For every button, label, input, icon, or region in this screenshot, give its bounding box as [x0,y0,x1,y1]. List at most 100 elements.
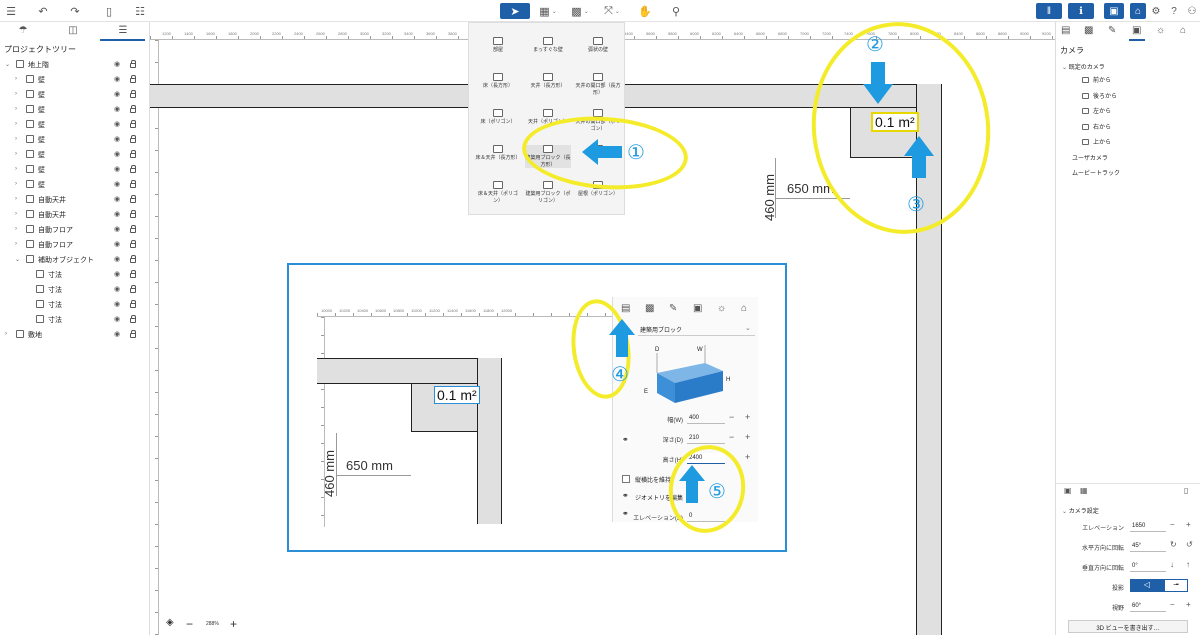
tree-item[interactable]: 寸法◉ [0,268,150,283]
hand-tool-icon[interactable]: ✋ [638,5,652,18]
book-icon[interactable]: ▣ [1104,3,1124,19]
tree-item[interactable]: ›壁◉ [0,178,150,193]
arrow-down-icon[interactable]: ↓ [1170,560,1174,569]
person-icon[interactable]: ℹ [1068,3,1094,19]
tree-item[interactable]: ›壁◉ [0,133,150,148]
settings-icon[interactable]: ⚙ [1151,5,1161,17]
export-3d-view-button[interactable]: 3D ビューを書き出す… [1068,620,1188,633]
lock-icon[interactable] [130,300,136,308]
dimension-tool-icon[interactable]: ⤧⌄ [604,4,620,17]
chevron-right-icon[interactable]: › [15,91,17,97]
lock-icon[interactable] [130,180,136,188]
minus-icon[interactable]: − [1170,520,1175,529]
lock-icon[interactable] [130,315,136,323]
user-icon[interactable]: ⚇ [1187,5,1197,17]
visibility-eye-icon[interactable]: ◉ [114,91,121,98]
chevron-right-icon[interactable]: › [15,181,17,187]
zoom-out-button[interactable]: − [186,617,194,631]
menu-item[interactable]: 天井の開口部（長方形） [575,73,621,96]
minus-icon[interactable]: − [1170,600,1175,609]
tree-item[interactable]: ›壁◉ [0,163,150,178]
tree-item[interactable]: ⌄補助オブジェクト◉ [0,253,150,268]
vertical-rotation-input[interactable]: 0° [1130,561,1166,572]
lock-icon[interactable] [130,105,136,113]
tree-item[interactable]: ›壁◉ [0,148,150,163]
tree-item[interactable]: 寸法◉ [0,298,150,313]
help-icon[interactable]: ? [1171,5,1177,17]
zoom-in-button[interactable]: + [230,617,238,631]
visibility-eye-icon[interactable]: ◉ [114,151,121,158]
preset-camera-group[interactable]: ⌄ 既定のカメラ [1062,62,1105,71]
lock-icon[interactable] [130,135,136,143]
tree-item[interactable]: ›壁◉ [0,73,150,88]
menu-item[interactable]: 天井の開口部（ポリゴン） [575,109,621,132]
search-tool-icon[interactable]: ⚲ [671,5,681,18]
chevron-right-icon[interactable]: › [15,136,17,142]
tab-house-icon[interactable]: ⌂ [1180,25,1187,36]
chevron-right-icon[interactable]: › [5,331,7,337]
lock-icon[interactable] [130,270,136,278]
visibility-eye-icon[interactable]: ◉ [114,121,121,128]
lock-icon[interactable] [130,285,136,293]
vehicle-tool-icon[interactable]: ▩⌄ [571,5,589,18]
lock-icon[interactable] [130,225,136,233]
tree-item[interactable]: ›自動フロア◉ [0,238,150,253]
perspective-projection-button[interactable]: ◁ [1130,579,1164,592]
tree-item[interactable]: ⌄地上階◉ [0,58,150,73]
menu-item[interactable]: 建築用ブロック（ポリゴン） [525,181,571,204]
tab-folder-icon[interactable]: ▤ [1061,25,1071,36]
tree-item[interactable]: ›壁◉ [0,88,150,103]
horizontal-rotation-input[interactable]: 45° [1130,541,1166,552]
visibility-eye-icon[interactable]: ◉ [114,166,121,173]
layers-icon[interactable]: ◈ [166,617,174,628]
lock-icon[interactable] [130,75,136,83]
chevron-down-icon[interactable]: ⌄ [5,62,11,68]
arrow-up-icon[interactable]: ↑ [1186,560,1190,569]
wall-tool-icon[interactable]: ▦⌄ [539,5,557,18]
lock-icon[interactable] [130,150,136,158]
tab-project-tree[interactable]: ☰ [118,25,128,36]
lock-icon[interactable] [130,195,136,203]
visibility-eye-icon[interactable]: ◉ [114,211,121,218]
lock-icon[interactable] [130,330,136,338]
menu-item[interactable]: 床（長方形） [475,73,521,90]
lock-icon[interactable] [130,210,136,218]
home-icon[interactable]: ⌂ [1130,3,1146,19]
library-icon[interactable]: ‖ [1036,3,1062,19]
lock-icon[interactable] [130,165,136,173]
orthographic-projection-button[interactable]: ╼ [1164,579,1188,592]
menu-item[interactable]: 床＆天井（長方形） [475,145,521,162]
rotate-cw-icon[interactable]: ↻ [1170,540,1177,549]
tab-sun-icon[interactable]: ☼ [1156,25,1166,36]
preset-camera-item[interactable]: 左から [1082,106,1111,115]
visibility-eye-icon[interactable]: ◉ [114,316,121,323]
preset-camera-item[interactable]: 後ろから [1082,91,1117,100]
tree-item[interactable]: 寸法◉ [0,283,150,298]
menu-item[interactable]: 天井（長方形） [525,73,571,90]
menu-item[interactable]: まっすぐな壁 [525,37,571,54]
preset-camera-item[interactable]: 右から [1082,122,1111,131]
lock-icon[interactable] [130,240,136,248]
chevron-right-icon[interactable]: › [15,196,17,202]
camera-settings-header[interactable]: ⌄ カメラ設定 [1062,506,1099,515]
chevron-right-icon[interactable]: › [15,226,17,232]
trash-icon[interactable]: ▯ [1184,486,1189,495]
trash-icon[interactable]: ▯ [105,5,113,18]
visibility-eye-icon[interactable]: ◉ [114,136,121,143]
chevron-right-icon[interactable]: › [15,76,17,82]
visibility-eye-icon[interactable]: ◉ [114,271,121,278]
visibility-eye-icon[interactable]: ◉ [114,331,121,338]
tab-pencil-icon[interactable]: ✎ [1108,25,1117,36]
menu-item[interactable]: 床＆天井（ポリゴン） [475,181,521,204]
menu-item[interactable]: 天井（ポリゴン） [525,109,571,126]
tree-item[interactable]: ›敷地◉ [0,328,150,343]
lock-icon[interactable] [130,60,136,68]
add-camera-icon[interactable]: ▣ [1064,486,1072,495]
tree-item[interactable]: ›自動天井◉ [0,193,150,208]
chevron-right-icon[interactable]: › [15,106,17,112]
menu-item[interactable]: 部屋 [475,37,521,54]
chevron-right-icon[interactable]: › [15,121,17,127]
menu-item[interactable]: 床（ポリゴン） [475,109,521,126]
plus-icon[interactable]: + [1186,520,1191,529]
